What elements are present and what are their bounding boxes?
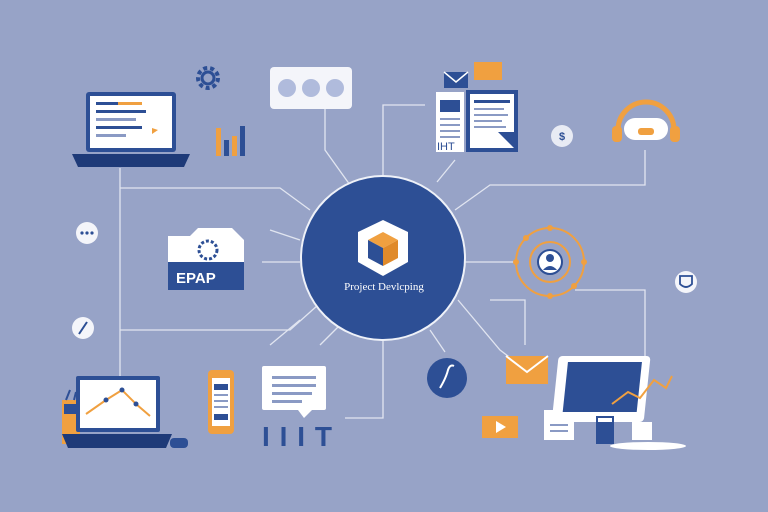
- network-user-icon: [513, 225, 587, 299]
- bar-chart-icon: [216, 126, 245, 156]
- dollar-coin-icon: $: [551, 125, 573, 147]
- bars-label: IIIT: [262, 421, 332, 452]
- laptop-code-icon: [72, 92, 190, 167]
- hub-label: Project Devlcping: [344, 281, 424, 293]
- connector-lines: [119, 104, 646, 419]
- curve-badge-icon: [427, 358, 467, 398]
- notepad-icon: IHT: [437, 141, 455, 153]
- smartphone-icon: [208, 370, 234, 434]
- shield-icon: [675, 271, 697, 293]
- headset-icon: [612, 99, 680, 142]
- message-box-icon: [262, 366, 326, 418]
- notepad-label: IHT: [437, 141, 455, 153]
- envelope-icon: [505, 355, 549, 384]
- monitor-chart-icon: [552, 356, 686, 450]
- central-hub: Project Devlcping: [300, 175, 466, 341]
- video-icon: [482, 416, 518, 438]
- pen-icon: [72, 317, 94, 339]
- folder-icon: EPAP: [168, 228, 244, 290]
- svg-text:$: $: [559, 131, 565, 143]
- lines-badge-icon: IIIT: [262, 421, 332, 452]
- gear-icon: [196, 66, 220, 90]
- chat-bubble-icon: [270, 67, 352, 109]
- documents-icon: [436, 62, 518, 152]
- folder-label: EPAP: [176, 270, 216, 287]
- cube-icon: [358, 220, 408, 276]
- ellipsis-icon: [76, 222, 98, 244]
- laptop-graph-icon: [62, 376, 188, 448]
